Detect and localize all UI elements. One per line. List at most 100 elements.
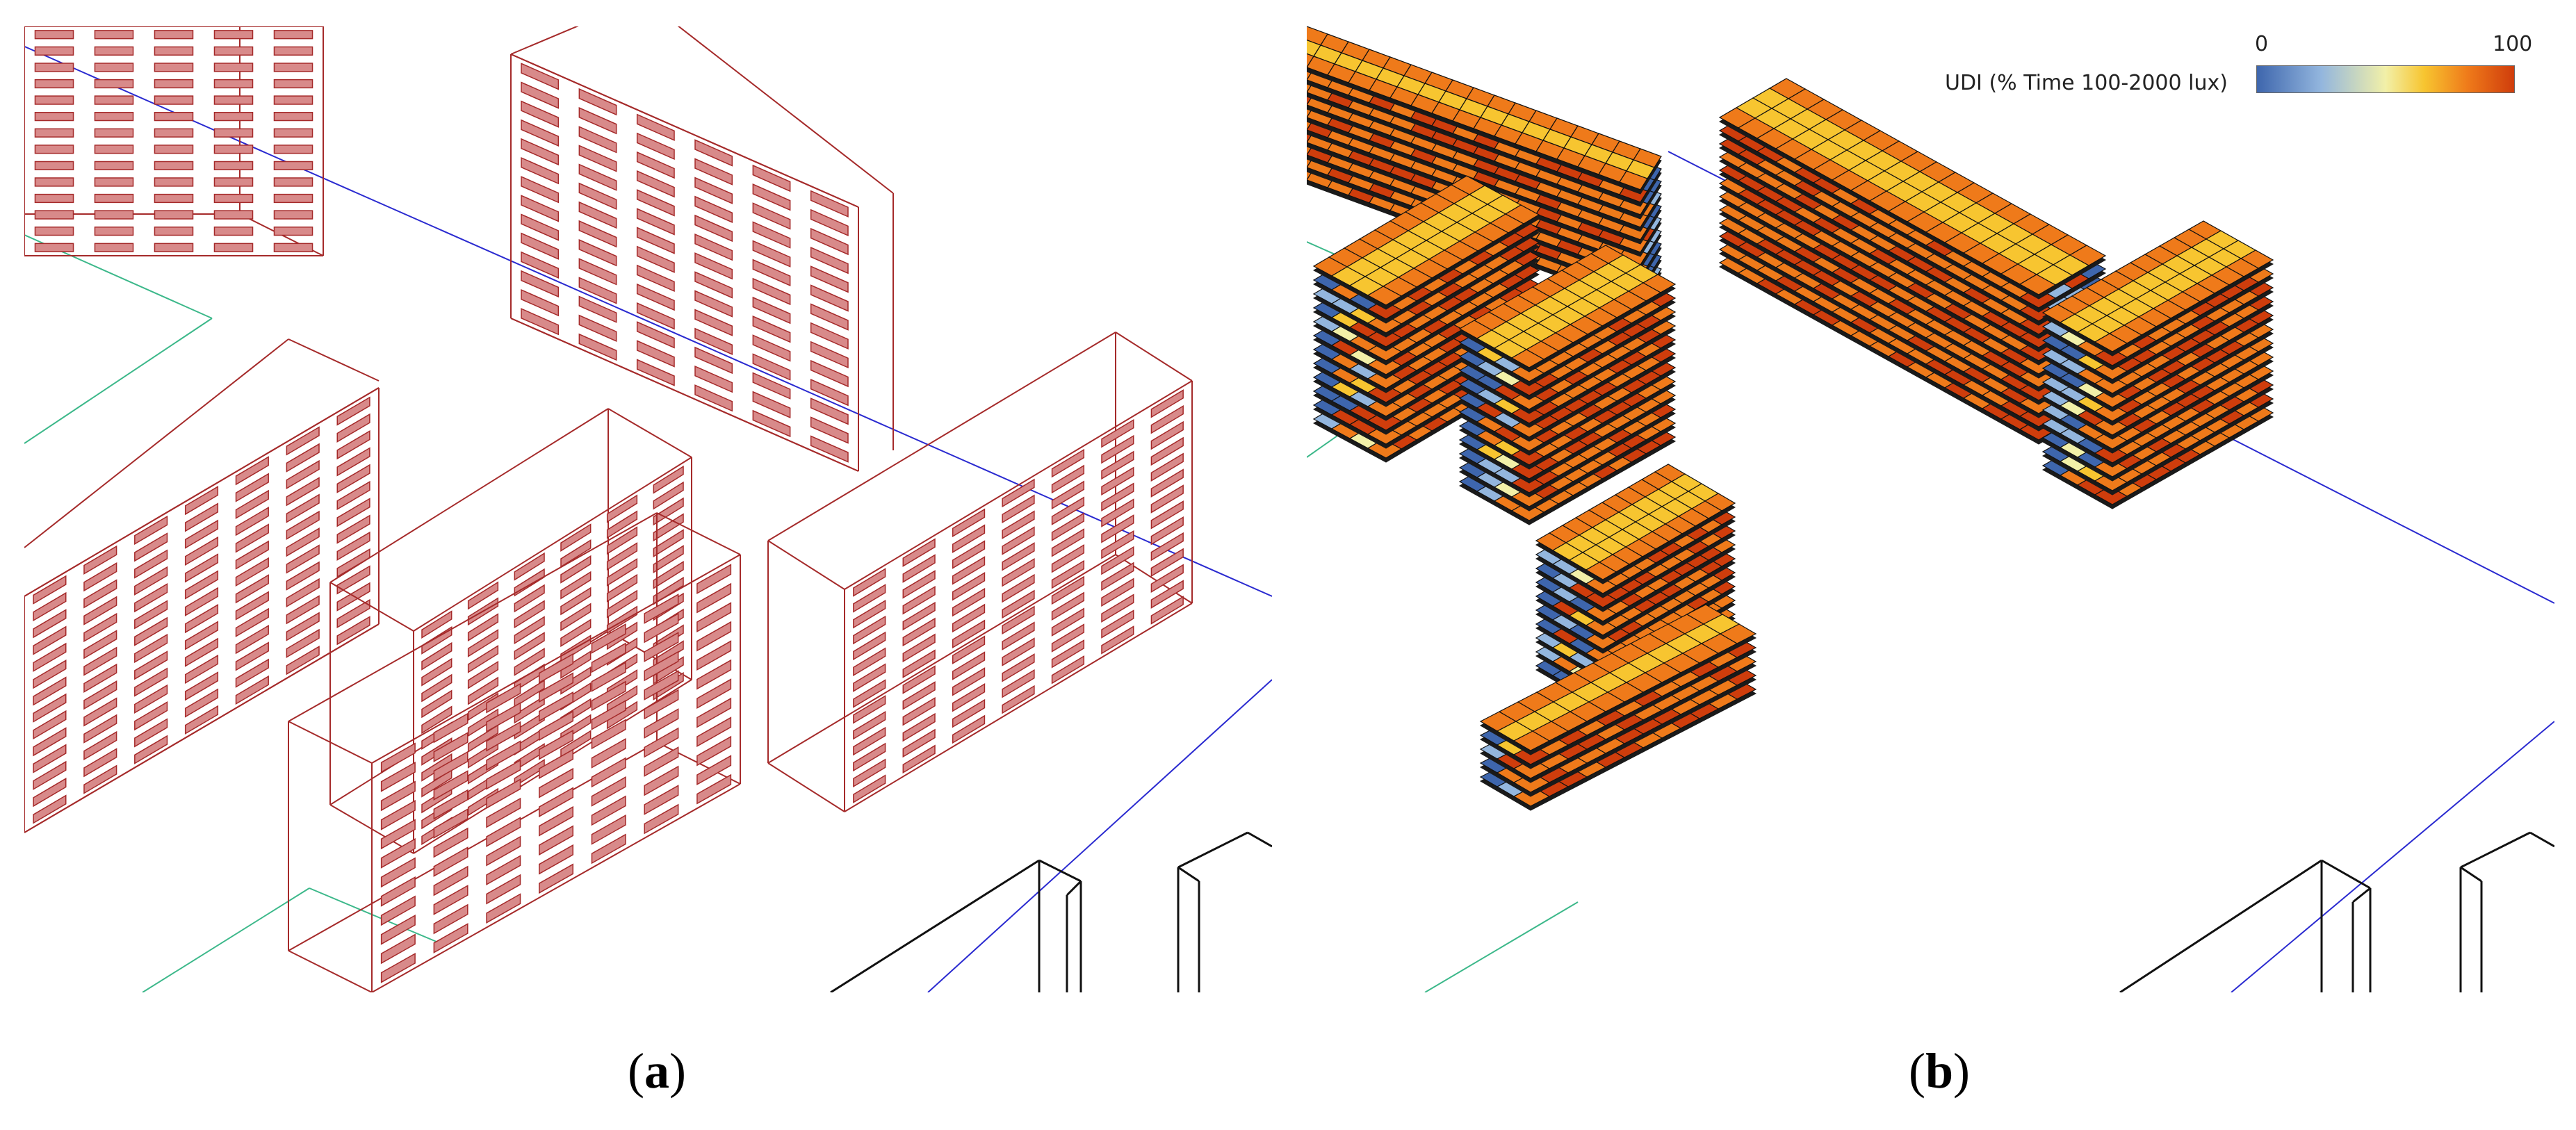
window — [1002, 542, 1035, 571]
building-edge — [608, 408, 692, 458]
udi-cell — [1510, 446, 1545, 466]
window — [521, 119, 560, 147]
window — [752, 296, 791, 325]
building-a6 — [288, 512, 741, 992]
window — [853, 631, 886, 661]
udi-cell — [2094, 444, 2128, 464]
window — [213, 128, 254, 138]
context-edge — [2529, 831, 2554, 848]
window — [1051, 591, 1085, 621]
window — [134, 566, 168, 596]
window — [578, 145, 617, 172]
window — [213, 145, 254, 154]
window — [578, 182, 617, 210]
window — [539, 825, 573, 856]
window — [578, 239, 617, 267]
window — [853, 615, 886, 645]
window — [952, 571, 986, 601]
context-edge — [1177, 831, 1248, 869]
window — [235, 591, 269, 621]
window — [235, 574, 269, 604]
window — [486, 817, 521, 847]
window — [521, 195, 560, 222]
window — [560, 603, 592, 632]
window — [33, 760, 67, 790]
window — [636, 340, 675, 368]
window — [1101, 530, 1134, 559]
building-edge — [24, 338, 289, 548]
window — [636, 113, 675, 141]
window — [539, 729, 573, 760]
site-line — [1424, 901, 1579, 992]
window — [433, 923, 468, 953]
window — [486, 874, 521, 905]
window — [694, 346, 733, 375]
window — [514, 759, 545, 787]
window — [514, 584, 545, 613]
window — [952, 619, 986, 649]
window — [380, 780, 416, 812]
window — [696, 659, 732, 690]
udi-cell — [1367, 341, 1403, 361]
window — [134, 583, 168, 613]
window — [1051, 543, 1085, 573]
window — [1051, 655, 1085, 685]
window — [336, 480, 370, 511]
window — [591, 738, 626, 769]
window — [952, 698, 986, 728]
udi-cell — [2094, 472, 2128, 491]
window — [83, 612, 117, 643]
window — [380, 895, 416, 926]
window — [184, 705, 219, 735]
udi-cell — [1585, 631, 1617, 650]
window — [154, 177, 194, 187]
window — [235, 507, 269, 537]
window — [810, 398, 849, 425]
window — [83, 764, 117, 794]
window — [33, 794, 67, 824]
window — [1101, 514, 1134, 543]
window — [467, 676, 499, 705]
window — [467, 660, 499, 689]
window — [752, 353, 791, 381]
window — [380, 799, 416, 830]
window — [636, 264, 675, 293]
window — [213, 30, 254, 40]
window — [336, 413, 370, 443]
window — [286, 628, 320, 658]
window — [1002, 653, 1035, 682]
building-edge — [371, 554, 741, 764]
window — [902, 665, 936, 694]
window — [810, 208, 849, 237]
window — [83, 663, 117, 693]
building-edge — [288, 721, 373, 764]
window — [34, 193, 74, 204]
window — [421, 673, 453, 703]
window — [154, 95, 194, 105]
window — [235, 641, 269, 671]
window — [952, 635, 986, 664]
window — [644, 708, 679, 739]
window — [336, 396, 370, 426]
udi-cell — [1510, 391, 1545, 410]
window — [521, 232, 560, 260]
window — [1101, 578, 1134, 607]
window — [560, 650, 592, 679]
udi-cell — [2094, 486, 2128, 505]
window — [286, 561, 320, 591]
window — [636, 208, 675, 236]
window — [235, 557, 269, 587]
window — [952, 714, 986, 744]
window — [539, 767, 573, 799]
window — [94, 128, 134, 138]
window — [1101, 562, 1134, 591]
window — [606, 526, 638, 555]
window — [578, 88, 617, 116]
window — [154, 145, 194, 154]
udi-cell — [1367, 369, 1403, 389]
window — [653, 529, 684, 558]
udi-cell — [1510, 377, 1545, 396]
window — [336, 514, 370, 544]
window — [853, 774, 886, 803]
udi-cell — [1510, 460, 1545, 480]
